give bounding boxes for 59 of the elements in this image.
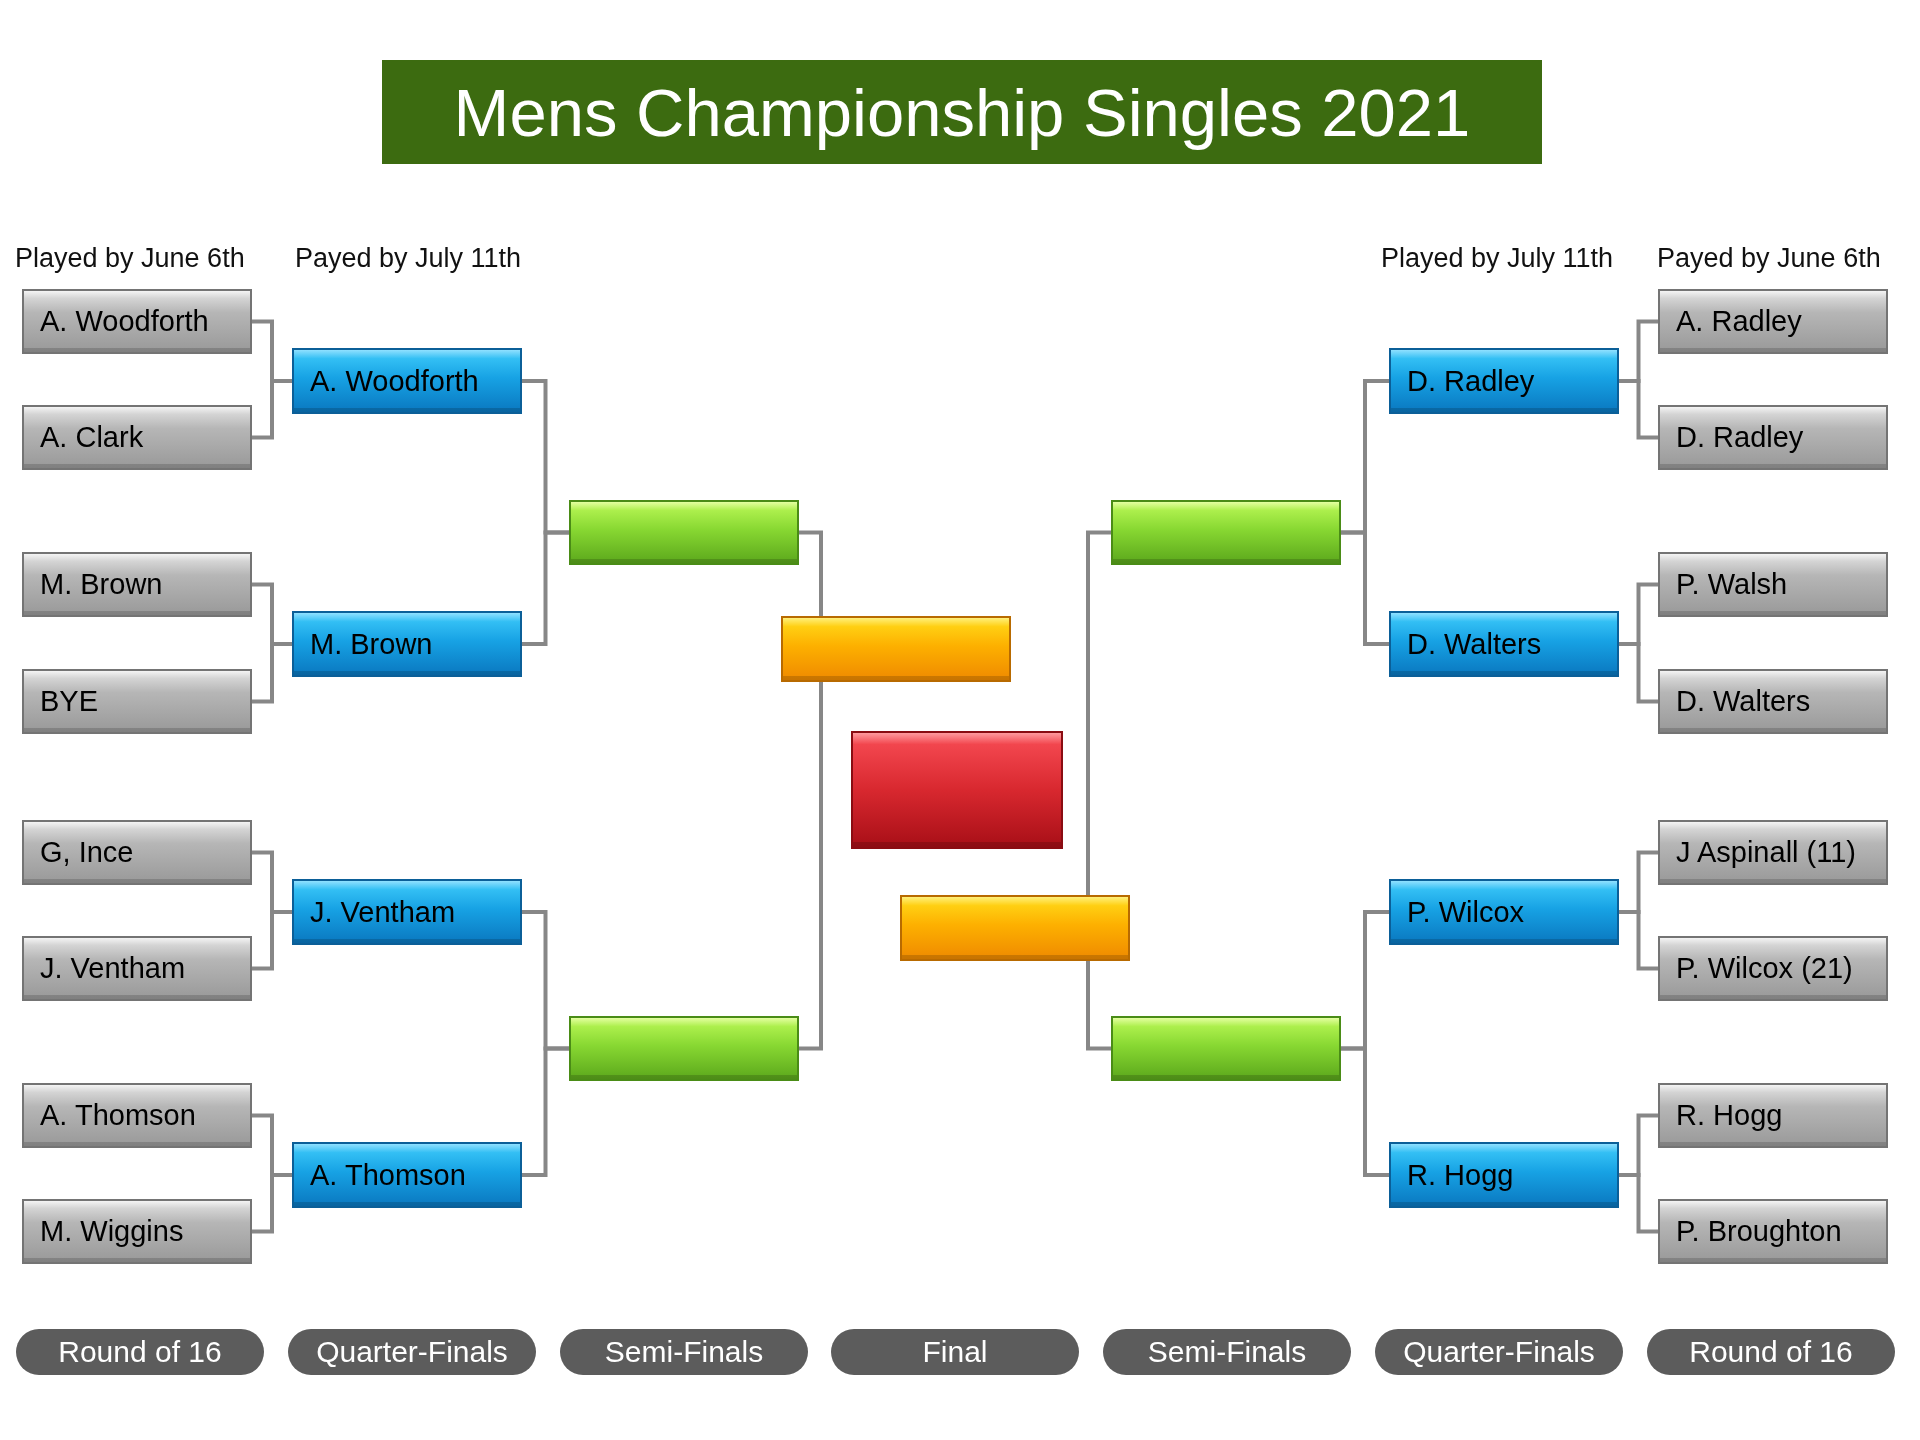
round-pill: Round of 16 (16, 1329, 264, 1375)
quarter-final-slot: A. Thomson (292, 1142, 522, 1208)
round-of-16-slot: P. Broughton (1658, 1199, 1888, 1264)
bracket-line (252, 379, 292, 440)
semi-final-slot (569, 1016, 799, 1081)
quarter-final-slot: P. Wilcox (1389, 879, 1619, 945)
round-of-16-slot: M. Wiggins (22, 1199, 252, 1264)
bracket-line (799, 682, 823, 1051)
quarter-final-slot: M. Brown (292, 611, 522, 677)
bracket-line (1086, 530, 1111, 895)
round-of-16-slot: R. Hogg (1658, 1083, 1888, 1148)
bracket-line (1619, 1173, 1658, 1234)
round-of-16-slot: A. Clark (22, 405, 252, 470)
round-pill: Quarter-Finals (288, 1329, 536, 1375)
semi-final-slot (569, 500, 799, 565)
round-of-16-slot: P. Walsh (1658, 552, 1888, 617)
bracket-line (1341, 530, 1389, 646)
column-heading: Payed by June 6th (1657, 243, 1881, 274)
round-of-16-slot: P. Wilcox (21) (1658, 936, 1888, 1001)
bracket-line (1619, 642, 1658, 704)
quarter-final-slot: J. Ventham (292, 879, 522, 945)
round-of-16-slot: J. Ventham (22, 936, 252, 1001)
bracket-line (252, 642, 292, 704)
column-heading: Played by July 11th (1381, 243, 1614, 274)
final-slot (781, 616, 1011, 682)
round-of-16-slot: A. Radley (1658, 289, 1888, 354)
quarter-final-slot: R. Hogg (1389, 1142, 1619, 1208)
round-pill: Quarter-Finals (1375, 1329, 1623, 1375)
round-pill: Round of 16 (1647, 1329, 1895, 1375)
bracket-line (522, 530, 569, 646)
semi-final-slot (1111, 500, 1341, 565)
bracket-line (1619, 379, 1658, 440)
round-of-16-slot: A. Woodforth (22, 289, 252, 354)
round-of-16-slot: BYE (22, 669, 252, 734)
column-heading: Played by June 6th (15, 243, 245, 274)
column-heading: Payed by July 11th (295, 243, 522, 274)
bracket-line (799, 530, 823, 616)
bracket-line (1086, 961, 1111, 1051)
round-of-16-slot: D. Radley (1658, 405, 1888, 470)
quarter-final-slot: D. Radley (1389, 348, 1619, 414)
bracket-line (522, 1046, 569, 1177)
champion-slot (851, 731, 1063, 849)
title-banner: Mens Championship Singles 2021 (382, 60, 1542, 164)
final-slot (900, 895, 1130, 961)
round-pill: Final (831, 1329, 1079, 1375)
round-of-16-slot: J Aspinall (11) (1658, 820, 1888, 885)
bracket-line (252, 1173, 292, 1234)
quarter-final-slot: D. Walters (1389, 611, 1619, 677)
bracket-line (1341, 1046, 1389, 1177)
bracket-line (252, 910, 292, 971)
round-of-16-slot: A. Thomson (22, 1083, 252, 1148)
round-pill: Semi-Finals (1103, 1329, 1351, 1375)
round-pill: Semi-Finals (560, 1329, 808, 1375)
round-of-16-slot: D. Walters (1658, 669, 1888, 734)
round-of-16-slot: M. Brown (22, 552, 252, 617)
quarter-final-slot: A. Woodforth (292, 348, 522, 414)
bracket-line (1619, 910, 1658, 971)
round-of-16-slot: G, Ince (22, 820, 252, 885)
semi-final-slot (1111, 1016, 1341, 1081)
